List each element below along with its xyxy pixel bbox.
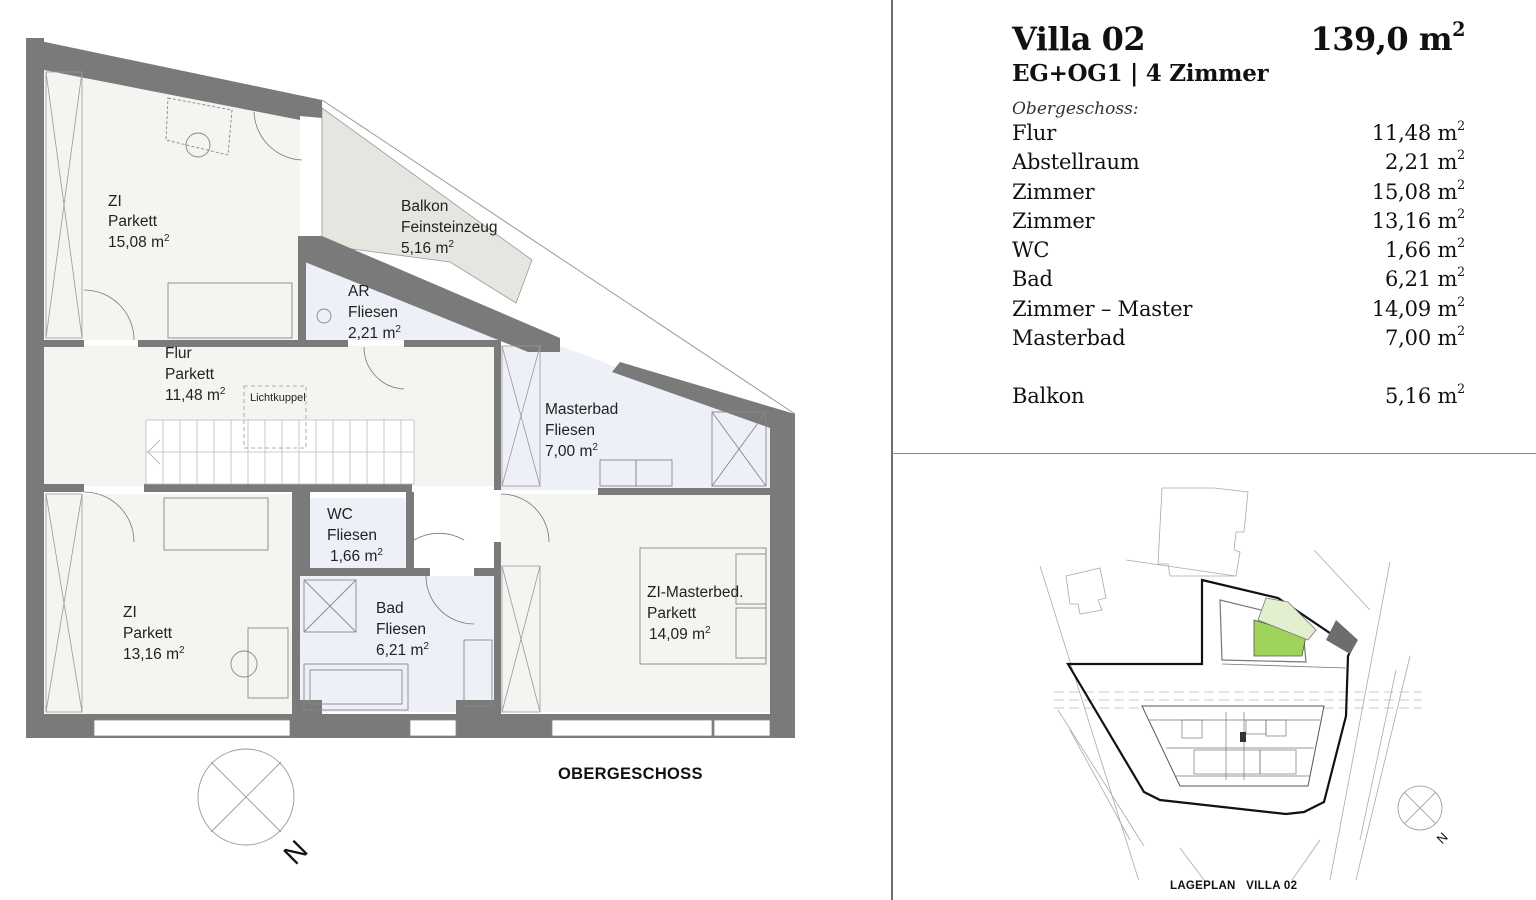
svg-text:ZI-Masterbed.: ZI-Masterbed. bbox=[647, 584, 743, 601]
svg-text:Feinsteinzeug: Feinsteinzeug bbox=[401, 219, 498, 236]
svg-text:Parkett: Parkett bbox=[108, 213, 158, 230]
svg-text:WC: WC bbox=[327, 506, 353, 523]
site-north-arrow-icon: N bbox=[1397, 785, 1450, 847]
room-masterbad-floor bbox=[500, 346, 770, 490]
svg-text:N: N bbox=[1434, 829, 1450, 846]
villa-balcony-highlight bbox=[1257, 597, 1317, 641]
north-arrow-icon: N bbox=[197, 748, 314, 870]
svg-text:Fliesen: Fliesen bbox=[348, 304, 398, 321]
svg-text:Fliesen: Fliesen bbox=[545, 422, 595, 439]
svg-text:Flur: Flur bbox=[165, 345, 192, 362]
svg-text:N: N bbox=[277, 834, 313, 870]
villa-title: Villa 02 bbox=[1012, 20, 1146, 58]
svg-text:ZI: ZI bbox=[108, 193, 122, 210]
room-wc-floor bbox=[310, 498, 406, 568]
staircase bbox=[145, 385, 415, 485]
svg-text:ZI: ZI bbox=[123, 604, 137, 621]
site-plan-title: LAGEPLAN VILLA 02 bbox=[1170, 880, 1298, 892]
svg-text:5,16 m2: 5,16 m2 bbox=[401, 239, 454, 257]
balcony-railing bbox=[321, 99, 796, 415]
villa-subtitle: EG+OG1 | 4 Zimmer bbox=[1012, 60, 1269, 87]
floor-label: Obergeschoss: bbox=[1012, 99, 1139, 119]
svg-text:Parkett: Parkett bbox=[165, 366, 215, 383]
room-zi-1-floor bbox=[44, 70, 300, 340]
site-plan: N bbox=[1039, 487, 1450, 880]
horizontal-divider bbox=[892, 453, 1536, 454]
floor-plan-title: OBERGESCHOSS bbox=[558, 765, 703, 783]
room-labels: ZI Parkett 15,08 m2 Balkon Feinsteinzeug… bbox=[108, 193, 743, 663]
windows bbox=[93, 719, 771, 737]
svg-text:11,48 m2: 11,48 m2 bbox=[165, 386, 226, 404]
svg-text:2,21 m2: 2,21 m2 bbox=[348, 324, 401, 342]
svg-text:6,21 m2: 6,21 m2 bbox=[376, 641, 429, 659]
room-zi-2-floor bbox=[44, 494, 294, 714]
svg-text:Balkon: Balkon bbox=[401, 198, 448, 215]
furniture bbox=[163, 97, 767, 711]
svg-text:Fliesen: Fliesen bbox=[376, 621, 426, 638]
door-swings bbox=[83, 111, 550, 625]
svg-text:13,16 m2: 13,16 m2 bbox=[123, 645, 185, 663]
svg-text:15,08 m2: 15,08 m2 bbox=[108, 233, 170, 251]
info-panel: Villa 02 139,0 m2 EG+OG1 | 4 Zimmer Ober… bbox=[1012, 20, 1465, 412]
svg-text:7,00 m2: 7,00 m2 bbox=[545, 442, 598, 460]
wardrobes bbox=[45, 71, 541, 713]
svg-text:Bad: Bad bbox=[376, 600, 404, 617]
svg-text:Fliesen: Fliesen bbox=[327, 527, 377, 544]
floor-plan: ZI Parkett 15,08 m2 Balkon Feinsteinzeug… bbox=[26, 38, 796, 870]
svg-text:14,09 m2: 14,09 m2 bbox=[649, 625, 711, 643]
room-master-floor bbox=[500, 494, 770, 712]
svg-text:Masterbad: Masterbad bbox=[545, 401, 618, 418]
vertical-divider bbox=[891, 0, 893, 900]
room-bad-floor bbox=[300, 576, 494, 712]
svg-text:Parkett: Parkett bbox=[647, 605, 697, 622]
svg-text:1,66 m2: 1,66 m2 bbox=[330, 547, 383, 565]
balcony-floor bbox=[321, 107, 533, 304]
svg-text:AR: AR bbox=[348, 283, 370, 300]
svg-text:Lichtkuppel: Lichtkuppel bbox=[250, 392, 306, 404]
svg-text:Parkett: Parkett bbox=[123, 625, 173, 642]
total-area: 139,0 m2 bbox=[1310, 18, 1465, 58]
